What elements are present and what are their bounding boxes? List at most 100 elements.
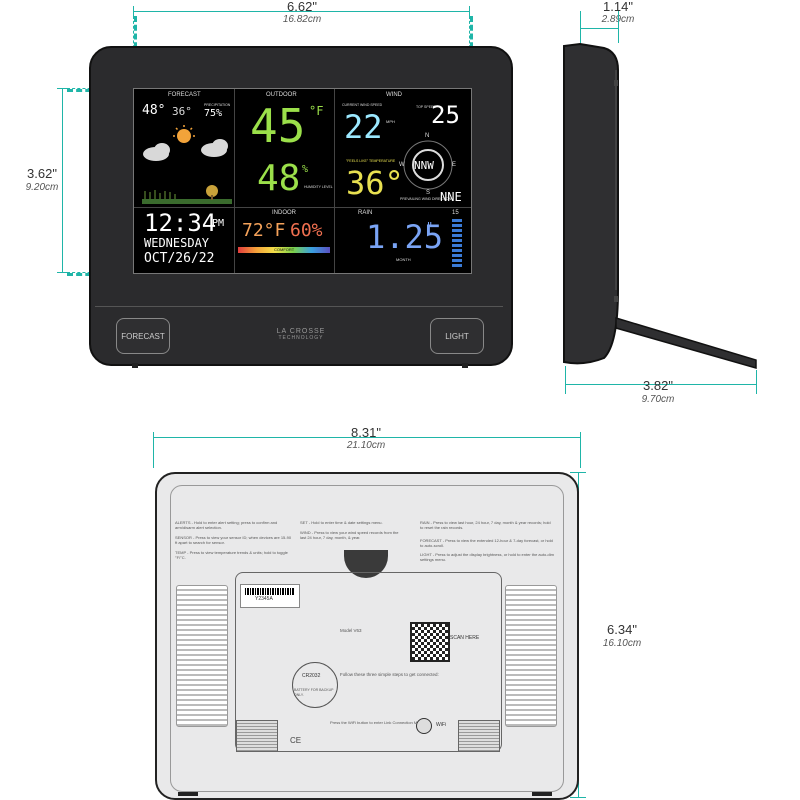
serial-sticker: Y2345A bbox=[240, 584, 300, 608]
feels-like-temp: 36° bbox=[346, 164, 404, 202]
compass-s: S bbox=[426, 190, 431, 196]
clock-day: WEDNESDAY bbox=[144, 236, 210, 250]
front-foot-right bbox=[462, 363, 468, 368]
forecast-hi: 48° bbox=[142, 103, 166, 118]
light-button[interactable]: LIGHT bbox=[430, 318, 484, 354]
back-foot-right bbox=[532, 792, 552, 796]
landscape-icon bbox=[142, 185, 232, 204]
clock-time: 12:34 bbox=[144, 209, 217, 237]
forecast-text: FORECAST - Press to view the extended 12… bbox=[420, 538, 553, 548]
front-width-line bbox=[133, 11, 470, 12]
light-text: LIGHT - Press to adjust the display brig… bbox=[420, 552, 554, 562]
back-foot-left bbox=[178, 792, 198, 796]
top-speed: 25 bbox=[431, 101, 460, 129]
side-profile bbox=[563, 42, 757, 369]
wifi-button[interactable] bbox=[416, 718, 432, 734]
indoor-temp: 72°F bbox=[242, 220, 286, 241]
rain-amount: 1.25 bbox=[366, 218, 444, 256]
precip-label: PRECIPITATION bbox=[204, 103, 231, 107]
qr-code bbox=[410, 622, 450, 662]
feels-like-label: "FEELS LIKE" TEMPERATURE bbox=[346, 159, 396, 163]
comfort-label: COMFORT bbox=[274, 247, 295, 252]
forecast-title: FORECAST bbox=[168, 92, 201, 98]
rain-period: MONTH bbox=[396, 257, 411, 262]
comfort-bar bbox=[238, 247, 330, 253]
back-width-cm: 21.10cm bbox=[346, 440, 386, 451]
compass-e: E bbox=[452, 162, 457, 168]
back-height-inches: 6.34" bbox=[607, 622, 637, 637]
scan-label: SCAN HERE bbox=[450, 635, 480, 641]
humidity-label: HUMIDITY LEVEL bbox=[304, 185, 333, 189]
outdoor-temp-unit: °F bbox=[309, 104, 324, 118]
front-height-cm: 9.20cm bbox=[25, 182, 59, 193]
side-base-cm: 9.70cm bbox=[641, 394, 675, 405]
brand-sub: TECHNOLOGY bbox=[278, 335, 324, 341]
model-label: Model V63 bbox=[340, 628, 362, 633]
front-foot-left bbox=[132, 363, 138, 368]
outdoor-humidity: 48 bbox=[257, 158, 301, 199]
forecast-button-label: FORECAST bbox=[121, 331, 165, 341]
front-height-inches: 3.62" bbox=[27, 166, 57, 181]
alerts-text: ALERTS - Hold to enter alert setting; pr… bbox=[175, 520, 278, 530]
outdoor-temp: 45 bbox=[250, 99, 306, 153]
compass-w: W bbox=[399, 162, 405, 168]
light-button-label: LIGHT bbox=[445, 331, 469, 341]
battery-note: BATTERY FOR BACKUP ONLY. bbox=[294, 688, 334, 697]
front-height-line bbox=[62, 88, 63, 272]
clock-ampm: PM bbox=[212, 218, 225, 229]
current-wind-label: CURRENT WIND SPEED bbox=[342, 103, 383, 107]
back-view: 8.31" 21.10cm 6.34" 16.10cm ALERTS - Hol… bbox=[0, 420, 800, 800]
battery-compartment bbox=[235, 572, 502, 752]
outdoor-title: OUTDOOR bbox=[266, 92, 297, 98]
rain-text: RAIN - Press to view last hour, 24 hour,… bbox=[420, 520, 551, 530]
temp-text: TEMP - Press to view temperature trends … bbox=[175, 550, 288, 560]
front-width-inches: 6.62" bbox=[287, 0, 317, 14]
clock-date: OCT/26/22 bbox=[144, 251, 215, 266]
coin-battery bbox=[292, 662, 338, 708]
wind-speed: 22 bbox=[344, 108, 383, 146]
vent-right bbox=[505, 585, 557, 727]
back-height-cm: 16.10cm bbox=[602, 638, 642, 649]
follow-steps: Follow these three simple steps to get c… bbox=[340, 672, 439, 677]
rain-unit: " bbox=[426, 220, 434, 234]
side-top-cm: 2.89cm bbox=[588, 14, 648, 25]
rain-gauge bbox=[452, 219, 462, 269]
indoor-humidity: 60% bbox=[290, 220, 323, 241]
forecast-lo: 36° bbox=[172, 105, 192, 118]
forecast-button[interactable]: FORECAST bbox=[116, 318, 170, 354]
wifi-label: WiFi bbox=[436, 722, 446, 728]
sensor-text: SENSOR - Press to view your sensor ID; w… bbox=[175, 535, 292, 545]
front-view: 6.62" 16.82cm 3.62" 9.20cm FORECAST LIGH… bbox=[0, 0, 520, 400]
wind-title: WIND bbox=[386, 92, 402, 98]
indoor-title: INDOOR bbox=[272, 210, 296, 216]
brand-name: LA CROSSE bbox=[276, 328, 326, 335]
side-base-inches: 3.82" bbox=[643, 378, 673, 393]
wind-speed-unit: MPH bbox=[386, 119, 395, 124]
side-view: 1.14" 2.89cm 3.82" 9.70cm bbox=[520, 0, 800, 420]
lcd-screen: FORECAST 48° 36° PRECIPITATION 75% OUTDO… bbox=[133, 88, 472, 274]
top-speed-label: TOP SPEED bbox=[416, 105, 436, 109]
compass-rose bbox=[403, 140, 453, 190]
prevailing-dir: NNE bbox=[440, 190, 462, 204]
front-width-cm: 16.82cm bbox=[282, 14, 322, 25]
brand-logo: LA CROSSE TECHNOLOGY bbox=[260, 328, 342, 341]
battery-type: CR2032 bbox=[302, 673, 321, 679]
wind-text: WIND - Press to view your wind speed rec… bbox=[300, 530, 399, 540]
wind-direction: NNW bbox=[414, 159, 434, 172]
compass-n: N bbox=[425, 133, 430, 139]
set-text: SET - Hold to enter time & date settings… bbox=[300, 520, 383, 525]
outdoor-humidity-unit: % bbox=[302, 164, 309, 175]
stand-hinge-left bbox=[236, 720, 278, 752]
rain-scale-top: 15 bbox=[452, 210, 459, 216]
ce-mark: CE bbox=[290, 736, 302, 745]
prevailing-dir-label: PREVAILING WIND DIRECTION bbox=[400, 197, 452, 201]
back-inner-panel bbox=[170, 485, 564, 792]
weather-icon bbox=[143, 125, 228, 161]
rain-title: RAIN bbox=[358, 210, 373, 216]
front-bezel-divider bbox=[95, 306, 503, 307]
precip-value: 75% bbox=[204, 108, 223, 119]
side-top-inches: 1.14" bbox=[603, 0, 633, 14]
back-width-inches: 8.31" bbox=[351, 425, 381, 440]
vent-left bbox=[176, 585, 228, 727]
serial-number: Y2345A bbox=[255, 596, 273, 602]
